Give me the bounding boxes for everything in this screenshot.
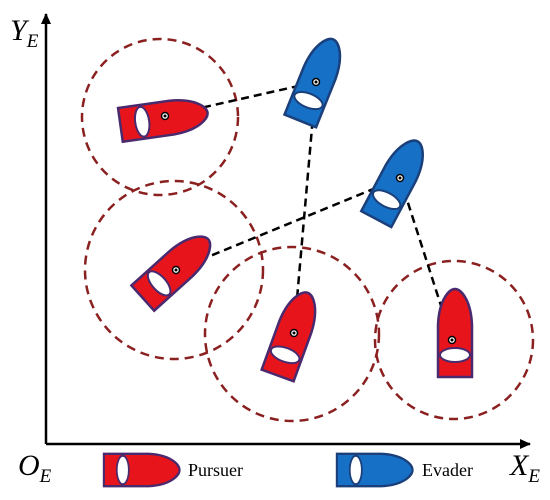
centre-dot-evader-2 — [398, 176, 402, 180]
capture-ring-3 — [203, 245, 381, 423]
legend: Pursuer Evader — [102, 452, 473, 488]
pursuit-link-3 — [175, 176, 401, 272]
centre-dot-pursuer-3 — [292, 331, 296, 335]
origin-label: OE — [18, 449, 52, 487]
legend-pursuer-label: Pursuer — [188, 460, 243, 480]
origin-subscript: E — [39, 466, 52, 487]
legend-evader-label: Evader — [422, 460, 473, 480]
x-axis-label: XE — [509, 449, 540, 487]
x-axis-subscript: E — [527, 466, 540, 487]
capture-ring-1 — [80, 37, 240, 197]
x-axis-letter: X — [509, 449, 530, 482]
origin-letter: O — [18, 449, 40, 482]
centre-dot-evader-1 — [314, 80, 318, 84]
y-axis-label: YE — [10, 14, 39, 52]
y-axis-subscript: E — [26, 31, 39, 52]
legend-pursuer-icon — [102, 452, 181, 488]
pursuit-link-4 — [398, 177, 454, 341]
y-axis-letter: Y — [10, 14, 30, 47]
capture-ring-4 — [373, 259, 535, 421]
capture-rings — [80, 37, 535, 423]
axes — [41, 13, 531, 449]
pursuer-boat-4 — [436, 287, 474, 379]
centre-dot-pursuer-4 — [450, 338, 454, 342]
legend-evader-icon — [335, 452, 414, 488]
centre-dot-pursuer-1 — [163, 114, 167, 118]
centre-dot-pursuer-2 — [174, 268, 178, 272]
capture-ring-2 — [83, 179, 265, 361]
